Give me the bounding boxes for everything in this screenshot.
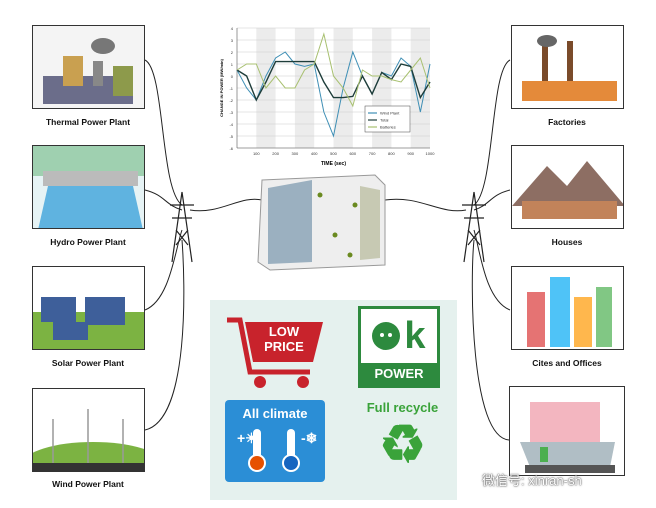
houses-label: Houses [551,237,583,247]
y-tick-label: -5 [229,134,233,139]
hydro-plant-label: Hydro Power Plant [50,237,126,247]
ok-text: k [404,314,426,357]
y-tick-label: -2 [229,98,233,103]
y-tick-label: -1 [229,86,233,91]
ok-power-badge: k POWER [358,306,440,388]
series-line-wind-plant [236,50,431,138]
x-tick-label: 800 [388,151,395,156]
x-tick-label: 300 [292,151,299,156]
low-price-line2: PRICE [264,339,304,354]
watermark: 微信号: xinran-sh [482,473,582,488]
y-tick-label: 4 [231,26,234,31]
y-tick-label: -6 [229,146,233,151]
thermal-plant-image [32,25,145,109]
y-tick-label: 3 [231,38,234,43]
power-change-chart: 4 3 2 1 0 -1 -2 -3 -4 -5 -6 100 200 300 400 500 600 700 80… [219,26,436,167]
y-tick-label: 1 [231,62,234,67]
x-tick-label: 700 [369,151,376,156]
thermometer-icon: +☀ -❄ [237,429,317,472]
houses-image [511,145,624,229]
full-recycle-badge: Full recycle ♻ [355,400,450,475]
hydro-plant-image [32,145,145,229]
y-tick-label: 2 [231,50,234,55]
x-tick-label: 1000 [426,151,436,156]
wind-plant-image [32,388,145,472]
legend-label: Wind Plant [380,111,400,116]
factories-image [511,25,624,109]
x-tick-label: 900 [407,151,414,156]
y-tick-label: 0 [231,74,234,79]
factories-label: Factories [548,117,586,127]
solar-plant-label: Solar Power Plant [51,358,125,368]
x-tick-label: 500 [330,151,337,156]
series-line-batteries [236,32,431,108]
thermal-plant-label: Thermal Power Plant [45,117,131,127]
transmission-tower-right-icon [462,191,486,263]
x-tick-label: 200 [272,151,279,156]
low-price-line1: LOW [268,324,300,339]
all-climate-label: All climate [242,406,308,421]
svg-text:-❄: -❄ [301,430,317,446]
y-tick-label: -4 [229,122,233,127]
cities-offices-image [511,266,624,350]
x-tick-label: 400 [311,151,318,156]
legend-label: Total [380,118,389,123]
ok-power-label: POWER [361,363,437,385]
plug-socket-icon [372,322,401,350]
cities-offices-label: Cites and Offices [532,358,602,368]
all-climate-badge: All climate +☀ -❄ [225,400,325,482]
recycle-icon: ♻ [379,416,426,474]
series-line-total [236,60,431,102]
solar-plant-image [32,266,145,350]
x-tick-label: 100 [253,151,260,156]
y-tick-label: -3 [229,110,233,115]
full-recycle-label: Full recycle [366,400,439,415]
legend-box [364,105,411,133]
city-traffic-image [509,386,625,476]
x-axis-label: TIME (sec) [321,161,346,167]
wind-plant-label: Wind Power Plant [52,479,124,489]
svg-text:+☀: +☀ [237,430,258,446]
transmission-tower-left-icon [170,191,194,263]
battery-cell-image [257,174,386,271]
legend-label: Batteries [380,125,396,130]
x-tick-label: 600 [349,151,356,156]
y-axis-label: CHANGE IN POWER (MW/min) [219,58,224,116]
